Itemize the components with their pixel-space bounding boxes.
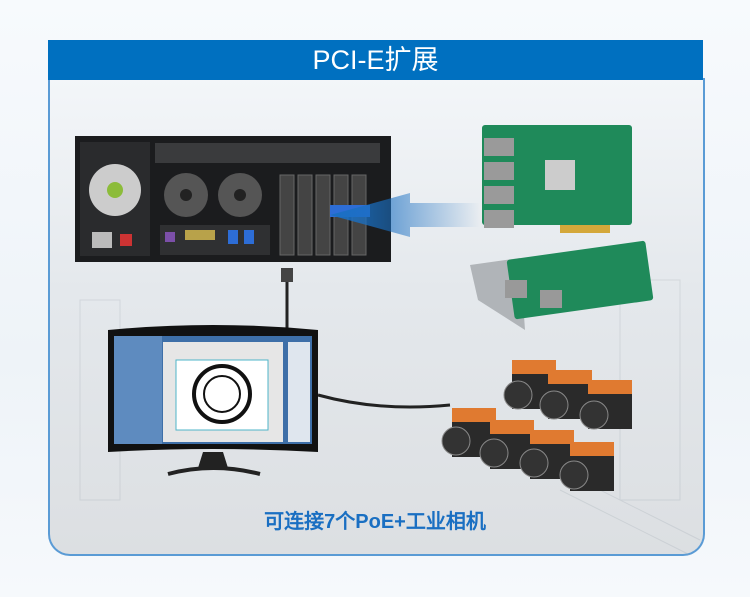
pcie-4-port-poe-card xyxy=(482,125,632,233)
camera-icon xyxy=(519,430,574,479)
camera-cable xyxy=(317,393,451,409)
caption: 可连接7个PoE+工业相机 xyxy=(264,511,486,533)
monitor xyxy=(108,325,318,476)
pcie-2-port-poe-card xyxy=(470,240,654,330)
section-title: PCI-E扩展 xyxy=(48,40,703,80)
arrow-icon xyxy=(330,193,480,237)
camera-icon xyxy=(559,442,614,491)
poe-industrial-cameras xyxy=(441,360,632,491)
camera-icon xyxy=(579,380,632,430)
industrial-pc-chassis xyxy=(75,136,391,262)
camera-icon xyxy=(539,370,592,420)
camera-icon xyxy=(441,408,496,457)
